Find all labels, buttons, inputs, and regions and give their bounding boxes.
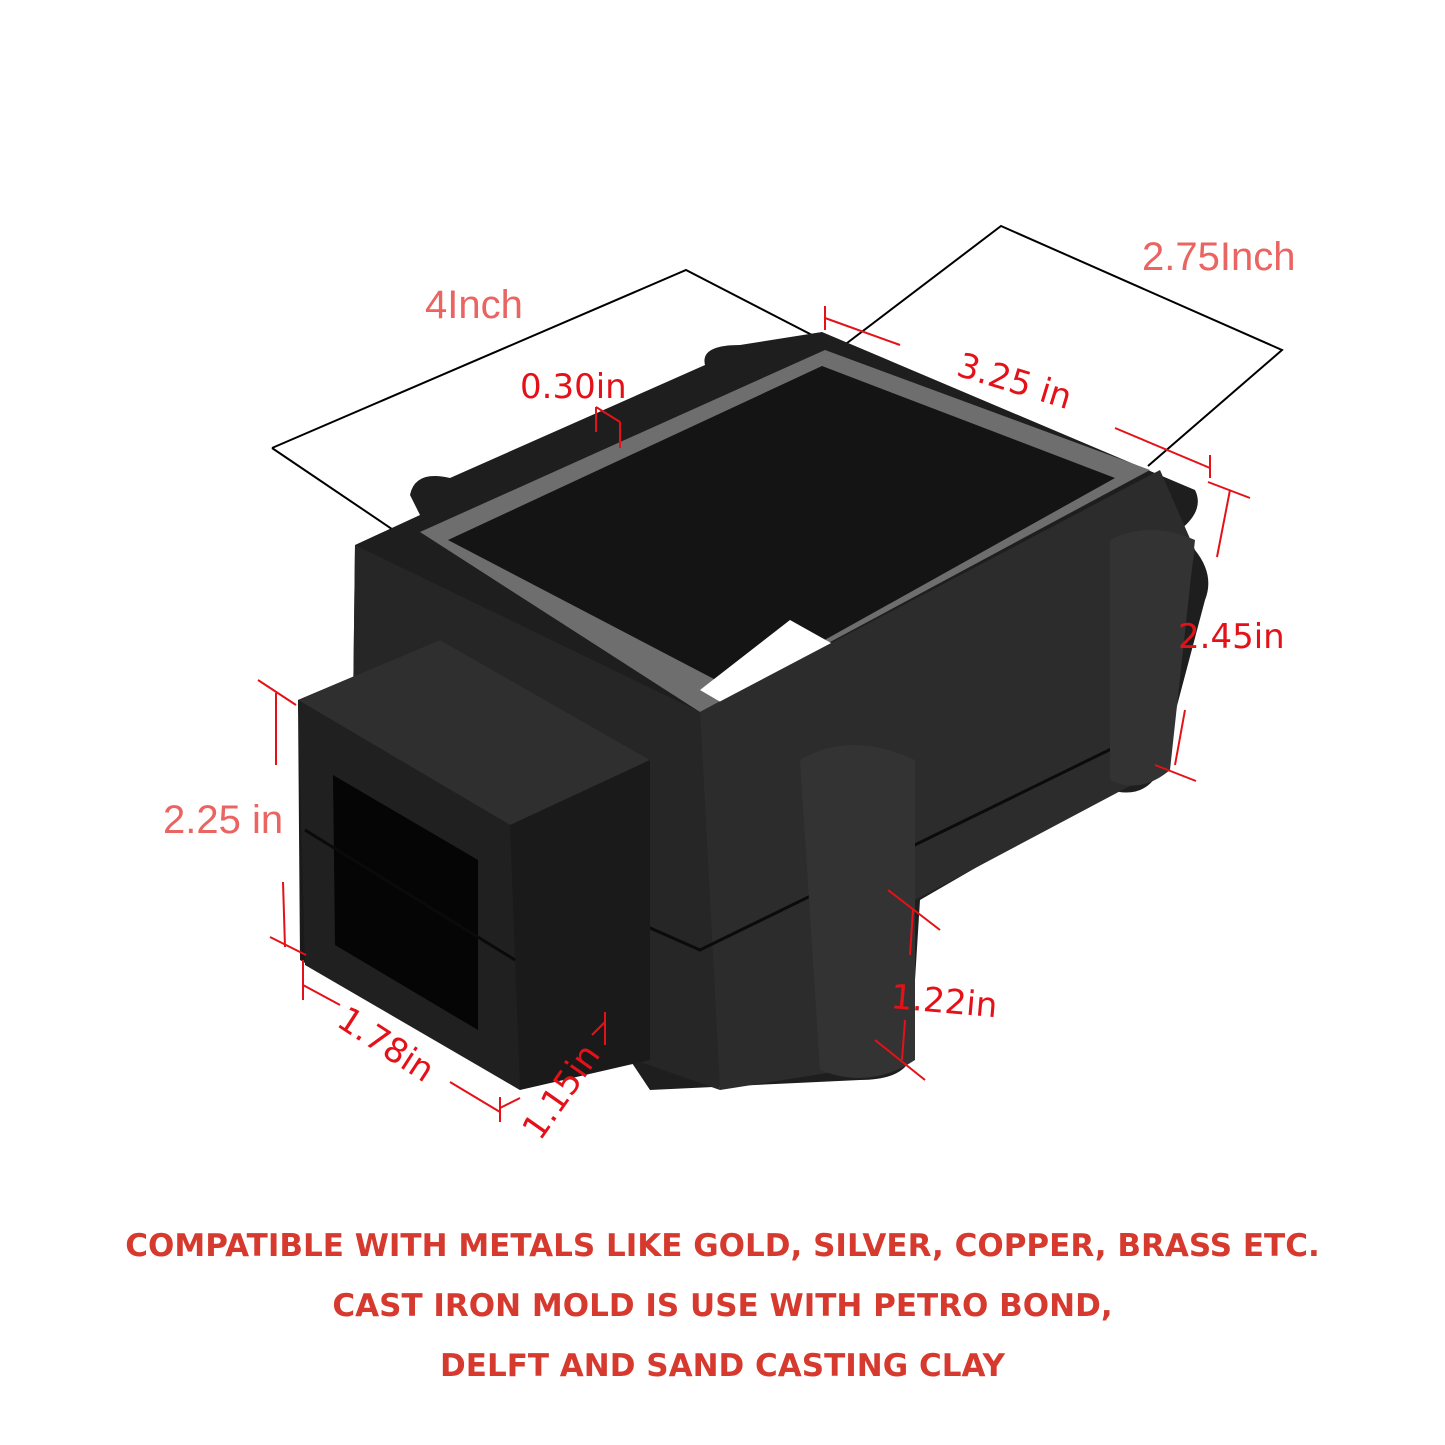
dim-overall-length: 4Inch: [425, 283, 523, 327]
caption-use-with: CAST IRON MOLD IS USE WITH PETRO BOND,: [332, 1288, 1113, 1324]
dim-overall-width: 2.75Inch: [1142, 235, 1295, 279]
dim-lug-width: 1.22in: [889, 977, 999, 1026]
overall-width-outline: [829, 224, 1284, 467]
dim-wall-thickness: 0.30in: [520, 367, 627, 407]
dimension-markers: [257, 306, 1251, 1122]
caption-compatible-metals: COMPATIBLE WITH METALS LIKE GOLD, SILVER…: [125, 1228, 1320, 1264]
dim-height: 2.45in: [1178, 617, 1285, 657]
dim-sprue-height: 2.25 in: [163, 798, 283, 842]
caption-clay-types: DELFT AND SAND CASTING CLAY: [440, 1348, 1005, 1384]
sprue-block: [298, 640, 650, 1090]
